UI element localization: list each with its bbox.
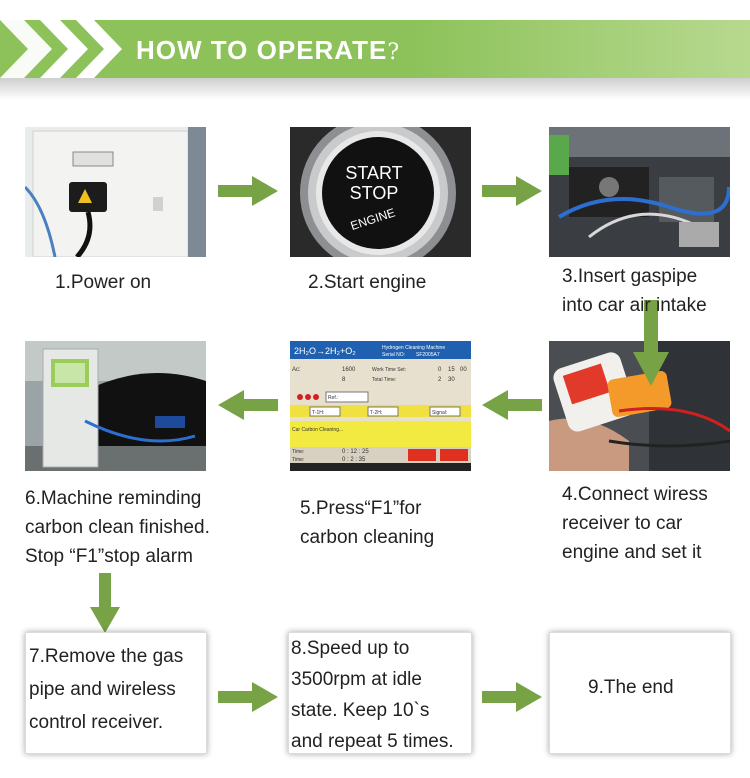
screen-formula: 2H₂O→2H₂+O₂ — [294, 346, 356, 356]
svg-text:Signal:: Signal: — [432, 410, 447, 416]
svg-text:0 : 12 : 25: 0 : 12 : 25 — [342, 449, 369, 455]
svg-text:00: 00 — [460, 367, 467, 373]
step-5-caption: 5.Press“F1”for carbon cleaning — [300, 498, 435, 548]
arrow-left-icon — [218, 390, 278, 420]
svg-text:8: 8 — [342, 377, 346, 383]
svg-text:0 : 2 : 35: 0 : 2 : 35 — [342, 457, 366, 463]
arrow-down-icon — [633, 300, 669, 386]
step-1-caption: 1.Power on — [55, 272, 152, 293]
arrow-down-icon — [90, 573, 120, 633]
step-8-box: 8.Speed up to 3500rpm at idle state. Kee… — [288, 632, 472, 754]
step-3-caption: 3.Insert gaspipe into car air intake — [562, 266, 707, 316]
arrow-right-icon — [218, 682, 278, 712]
step-2-caption: 2.Start engine — [308, 272, 427, 293]
photo-engine-bay — [549, 127, 730, 257]
chevron-decoration-icon — [0, 20, 122, 78]
svg-text:1600: 1600 — [342, 367, 356, 373]
arrow-right-icon — [482, 176, 542, 206]
arrow-right-icon — [482, 682, 542, 712]
svg-text:Ref.:: Ref.: — [328, 395, 339, 401]
arrow-right-icon — [218, 176, 278, 206]
screen-machine-name: Hydrogen Cleaning Machine — [382, 345, 445, 351]
step-9-caption: 9.The end — [588, 677, 674, 698]
banner-shadow — [0, 78, 750, 100]
svg-text:T-2H:: T-2H: — [370, 410, 382, 416]
screen-serial-label: Serial NO: — [382, 352, 405, 358]
step-8-caption: 8.Speed up to 3500rpm at idle state. Kee… — [291, 638, 454, 752]
svg-text:Work Time Set:: Work Time Set: — [372, 367, 406, 373]
header-banner: HOW TO OPERATE? — [0, 20, 750, 78]
svg-text:T-1H:: T-1H: — [312, 410, 324, 416]
screen-serial-value: SF2005A7 — [416, 352, 440, 358]
step-7-box: 7.Remove the gas pipe and wireless contr… — [25, 632, 207, 754]
arrow-left-icon — [482, 390, 542, 420]
svg-text:2: 2 — [438, 377, 442, 383]
photo-power-cabinet — [25, 127, 206, 257]
step-6-caption: 6.Machine reminding carbon clean finishe… — [25, 488, 210, 567]
stop-label: STOP — [350, 183, 399, 203]
photo-machine-with-car — [25, 341, 206, 471]
step-4-caption: 4.Connect wiress receiver to car engine … — [562, 484, 708, 563]
start-label: START — [345, 163, 402, 183]
svg-text:Total Time:: Total Time: — [372, 377, 396, 383]
photo-start-stop-button: START STOP ENGINE — [290, 127, 471, 257]
step-9-box: 9.The end — [549, 632, 731, 754]
svg-text:Time:: Time: — [292, 449, 304, 455]
photo-control-screen: 2H₂O→2H₂+O₂ Hydrogen Cleaning Machine Se… — [290, 341, 471, 471]
svg-text:0: 0 — [438, 367, 442, 373]
step-7-caption: 7.Remove the gas pipe and wireless contr… — [29, 646, 184, 733]
svg-text:Ac:: Ac: — [292, 367, 301, 373]
svg-text:Time:: Time: — [292, 457, 304, 463]
page-title: HOW TO OPERATE? — [136, 35, 401, 65]
svg-text:15: 15 — [448, 367, 455, 373]
svg-text:Car Carbon Cleaning...: Car Carbon Cleaning... — [292, 427, 343, 433]
svg-text:30: 30 — [448, 377, 455, 383]
